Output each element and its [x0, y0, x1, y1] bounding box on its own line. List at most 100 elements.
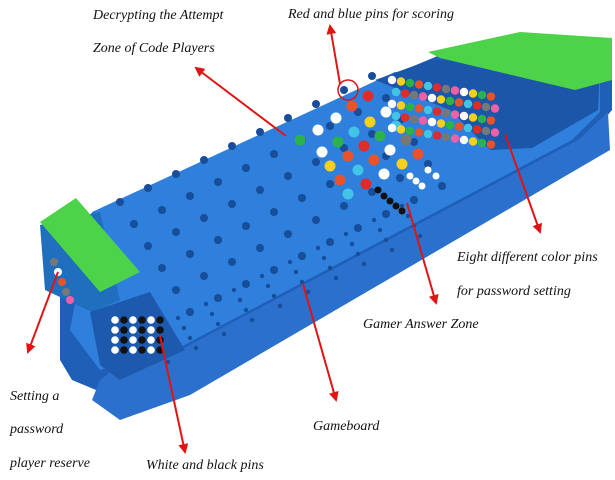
reserve-color-pin — [432, 131, 442, 140]
label-reserve-line3: player reserve — [10, 456, 90, 471]
score-hole — [299, 279, 305, 285]
code-pin — [384, 144, 396, 156]
board-holes — [116, 72, 446, 365]
reserve-color-pin — [414, 104, 424, 113]
reserve-color-pin — [405, 126, 415, 136]
code-pin — [330, 112, 342, 124]
board-hole — [256, 128, 264, 136]
white-black-pin — [111, 336, 119, 344]
board-hole — [270, 208, 278, 216]
board-hole — [368, 72, 376, 80]
black-score-pin — [398, 207, 406, 215]
score-hole — [287, 259, 293, 265]
white-black-pin — [120, 336, 128, 344]
reserve-color-pin — [450, 110, 460, 119]
reserve-color-pin — [445, 120, 455, 130]
white-black-pin — [120, 326, 128, 334]
reserve-color-pin — [423, 129, 433, 139]
board-hole — [270, 266, 278, 274]
score-hole — [265, 283, 271, 289]
score-hole — [417, 233, 423, 239]
white-black-pin — [147, 316, 155, 324]
arrow-color-pins — [504, 133, 543, 234]
board-hole — [298, 252, 306, 260]
reserve-color-pin — [400, 113, 410, 122]
white-black-pin — [111, 326, 119, 334]
score-hole — [327, 265, 333, 271]
white-black-pin — [129, 346, 137, 354]
score-hole — [221, 331, 227, 337]
white-black-pin — [156, 326, 164, 334]
board-hole — [200, 214, 208, 222]
reserve-color-pin — [396, 77, 406, 86]
code-pin — [412, 148, 424, 160]
white-black-pin — [138, 316, 146, 324]
board-hole — [410, 196, 418, 204]
white-black-pin — [147, 326, 155, 334]
board-hole — [340, 86, 348, 94]
password-reserve-pin — [62, 288, 70, 296]
scoring-highlight-circle — [337, 79, 359, 101]
arrow-answer-zone — [406, 202, 439, 305]
arrow-scoring-pins — [326, 24, 341, 85]
board-hole — [312, 216, 320, 224]
reserve-color-pin — [405, 102, 415, 112]
reserve-color-pin — [423, 81, 433, 91]
reserve-color-pin — [414, 128, 424, 137]
code-pin — [342, 150, 354, 162]
reserve-color-pin — [468, 89, 478, 98]
reserve-color-pin — [454, 98, 464, 107]
score-hole — [209, 311, 215, 317]
score-hole — [399, 203, 405, 209]
score-hole — [277, 303, 283, 309]
board-hole — [158, 264, 166, 272]
board-hole — [326, 238, 334, 246]
reserve-color-pin — [468, 113, 478, 122]
board-hole — [368, 188, 376, 196]
code-pin — [362, 90, 374, 102]
reserve-color-pin — [387, 99, 397, 109]
label-reserve-line2: password — [10, 422, 64, 437]
score-hole — [165, 359, 171, 365]
reserve-color-pin — [445, 96, 455, 106]
score-hole — [271, 293, 277, 299]
arrow-gameboard — [302, 283, 339, 402]
score-hole — [349, 241, 355, 247]
code-pin — [378, 168, 390, 180]
code-pin — [368, 154, 380, 166]
password-reserve-pin — [50, 258, 58, 266]
board-hole — [312, 100, 320, 108]
reserve-color-pin — [441, 108, 451, 118]
white-score-pin — [412, 177, 420, 185]
reserve-color-pin — [414, 80, 424, 89]
password-reserve-pin — [66, 296, 74, 304]
score-hole — [249, 317, 255, 323]
reserve-color-pin — [418, 92, 428, 101]
score-hole — [333, 275, 339, 281]
reserve-color-pin — [432, 83, 442, 92]
reserve-color-pin — [441, 132, 451, 142]
right-lid — [428, 32, 612, 90]
label-decrypt-line2: Zone of Code Players — [93, 41, 215, 56]
board-hole — [158, 206, 166, 214]
reserve-color-pin — [405, 78, 415, 88]
white-score-pin — [424, 166, 432, 174]
board-hole — [382, 94, 390, 102]
board-hole — [186, 308, 194, 316]
board-hole — [256, 244, 264, 252]
code-pin — [348, 126, 360, 138]
score-hole — [361, 261, 367, 267]
code-pin — [332, 136, 344, 148]
board-hole — [200, 272, 208, 280]
board-hole — [284, 230, 292, 238]
reserve-color-pin — [387, 75, 397, 85]
reserve-color-pin — [423, 105, 433, 115]
white-black-pin — [111, 346, 119, 354]
score-hole — [203, 301, 209, 307]
reserve-color-pin — [486, 140, 496, 149]
reserve-color-pin — [472, 101, 482, 110]
white-score-pin — [418, 182, 426, 190]
code-pin — [346, 100, 358, 112]
tray-pins — [50, 75, 500, 354]
